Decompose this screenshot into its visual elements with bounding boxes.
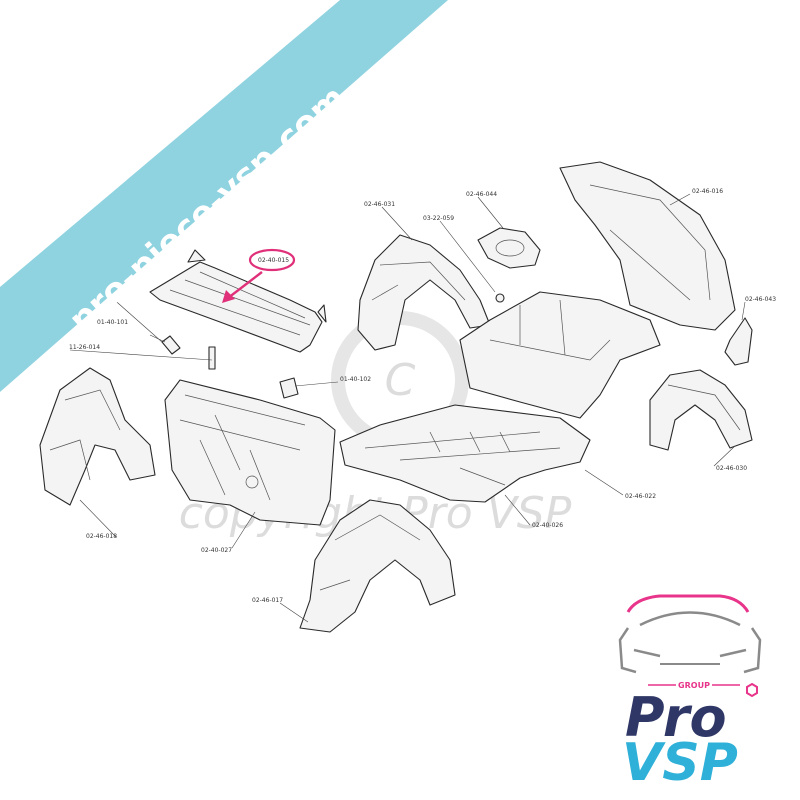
label-02-46-017: 02-46-017 [252, 597, 283, 604]
part-rear-wheel-arch-left [357, 234, 491, 351]
highlight-arrow [227, 271, 263, 299]
label-02-46-030: 02-46-030 [716, 465, 747, 472]
part-small-bracket [724, 317, 753, 366]
part-labels: 02-40-015 02-46-031 03-22-059 02-46-044 … [69, 188, 776, 604]
part-seat-tray [459, 291, 661, 419]
label-02-46-022: 02-46-022 [625, 493, 656, 500]
label-02-46-031: 02-46-031 [364, 201, 395, 208]
provsp-logo: GROUP Pro VSP [618, 594, 762, 793]
label-02-46-043: 02-46-043 [745, 296, 776, 303]
label-02-40-027: 02-40-027 [201, 547, 232, 554]
part-cross-panel [149, 249, 327, 353]
part-bulkhead [164, 379, 336, 526]
part-front-lower-arch [299, 499, 456, 633]
part-left-wheel-arch [39, 367, 156, 506]
banner-strip [0, 0, 448, 392]
part-plug [495, 293, 505, 303]
label-01-40-102: 01-40-102 [340, 376, 371, 383]
logo-group-text: GROUP [678, 681, 710, 690]
label-11-26-014: 11-26-014 [69, 344, 100, 351]
highlight-circle [248, 248, 296, 272]
part-rear-panel [559, 161, 736, 331]
logo-vsp-text: VSP [622, 733, 738, 793]
arrow-head [222, 290, 235, 303]
part-right-wheel-arch [649, 369, 753, 451]
bolt-parts [161, 335, 299, 399]
label-02-40-015: 02-40-015 [258, 257, 289, 264]
highlight-annotation [222, 248, 296, 303]
label-02-46-016: 02-46-016 [692, 188, 723, 195]
label-01-40-101: 01-40-101 [97, 319, 128, 326]
logo-pro-text: Pro [625, 686, 727, 749]
label-02-46-018: 02-46-018 [86, 533, 117, 540]
part-floor [339, 404, 591, 503]
car-outline-icon [618, 594, 762, 674]
label-02-40-026: 02-40-026 [532, 522, 563, 529]
label-03-22-059: 03-22-059 [423, 215, 454, 222]
hex-nut-icon [746, 682, 758, 698]
part-cap [477, 227, 541, 269]
leader-lines [69, 193, 746, 623]
svg-text:C: C [385, 355, 416, 406]
label-02-46-044: 02-46-044 [466, 191, 497, 198]
